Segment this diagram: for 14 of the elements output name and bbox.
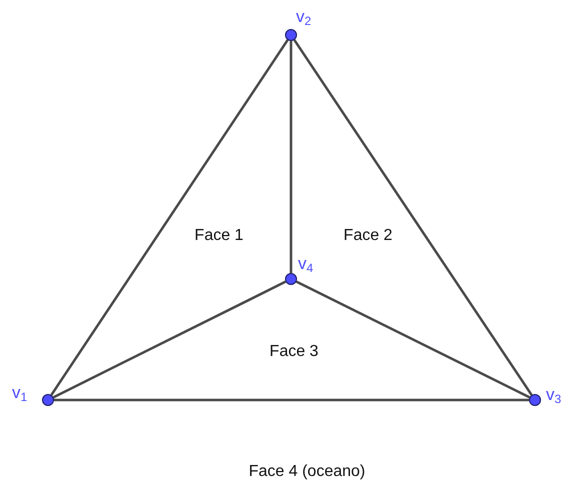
face-label: Face 2 <box>344 228 392 244</box>
face-label: Face 3 <box>270 344 318 360</box>
face-label: Face 4 (oceano) <box>248 464 366 480</box>
graph-edge <box>52 280 286 398</box>
vertex-label: v$_{4}$ <box>298 255 314 272</box>
vertex-label: v$_{2}$ <box>296 8 312 25</box>
vertex-label: v$_{3}$ <box>546 386 562 403</box>
graph-edge <box>296 280 530 398</box>
vertex-label: v$_{1}$ <box>12 384 28 401</box>
graph-edge <box>290 41 292 273</box>
graph-edge <box>50 39 289 396</box>
graph-edge <box>54 398 529 402</box>
graph-edge <box>293 39 533 396</box>
face-label: Face 1 <box>194 228 244 244</box>
